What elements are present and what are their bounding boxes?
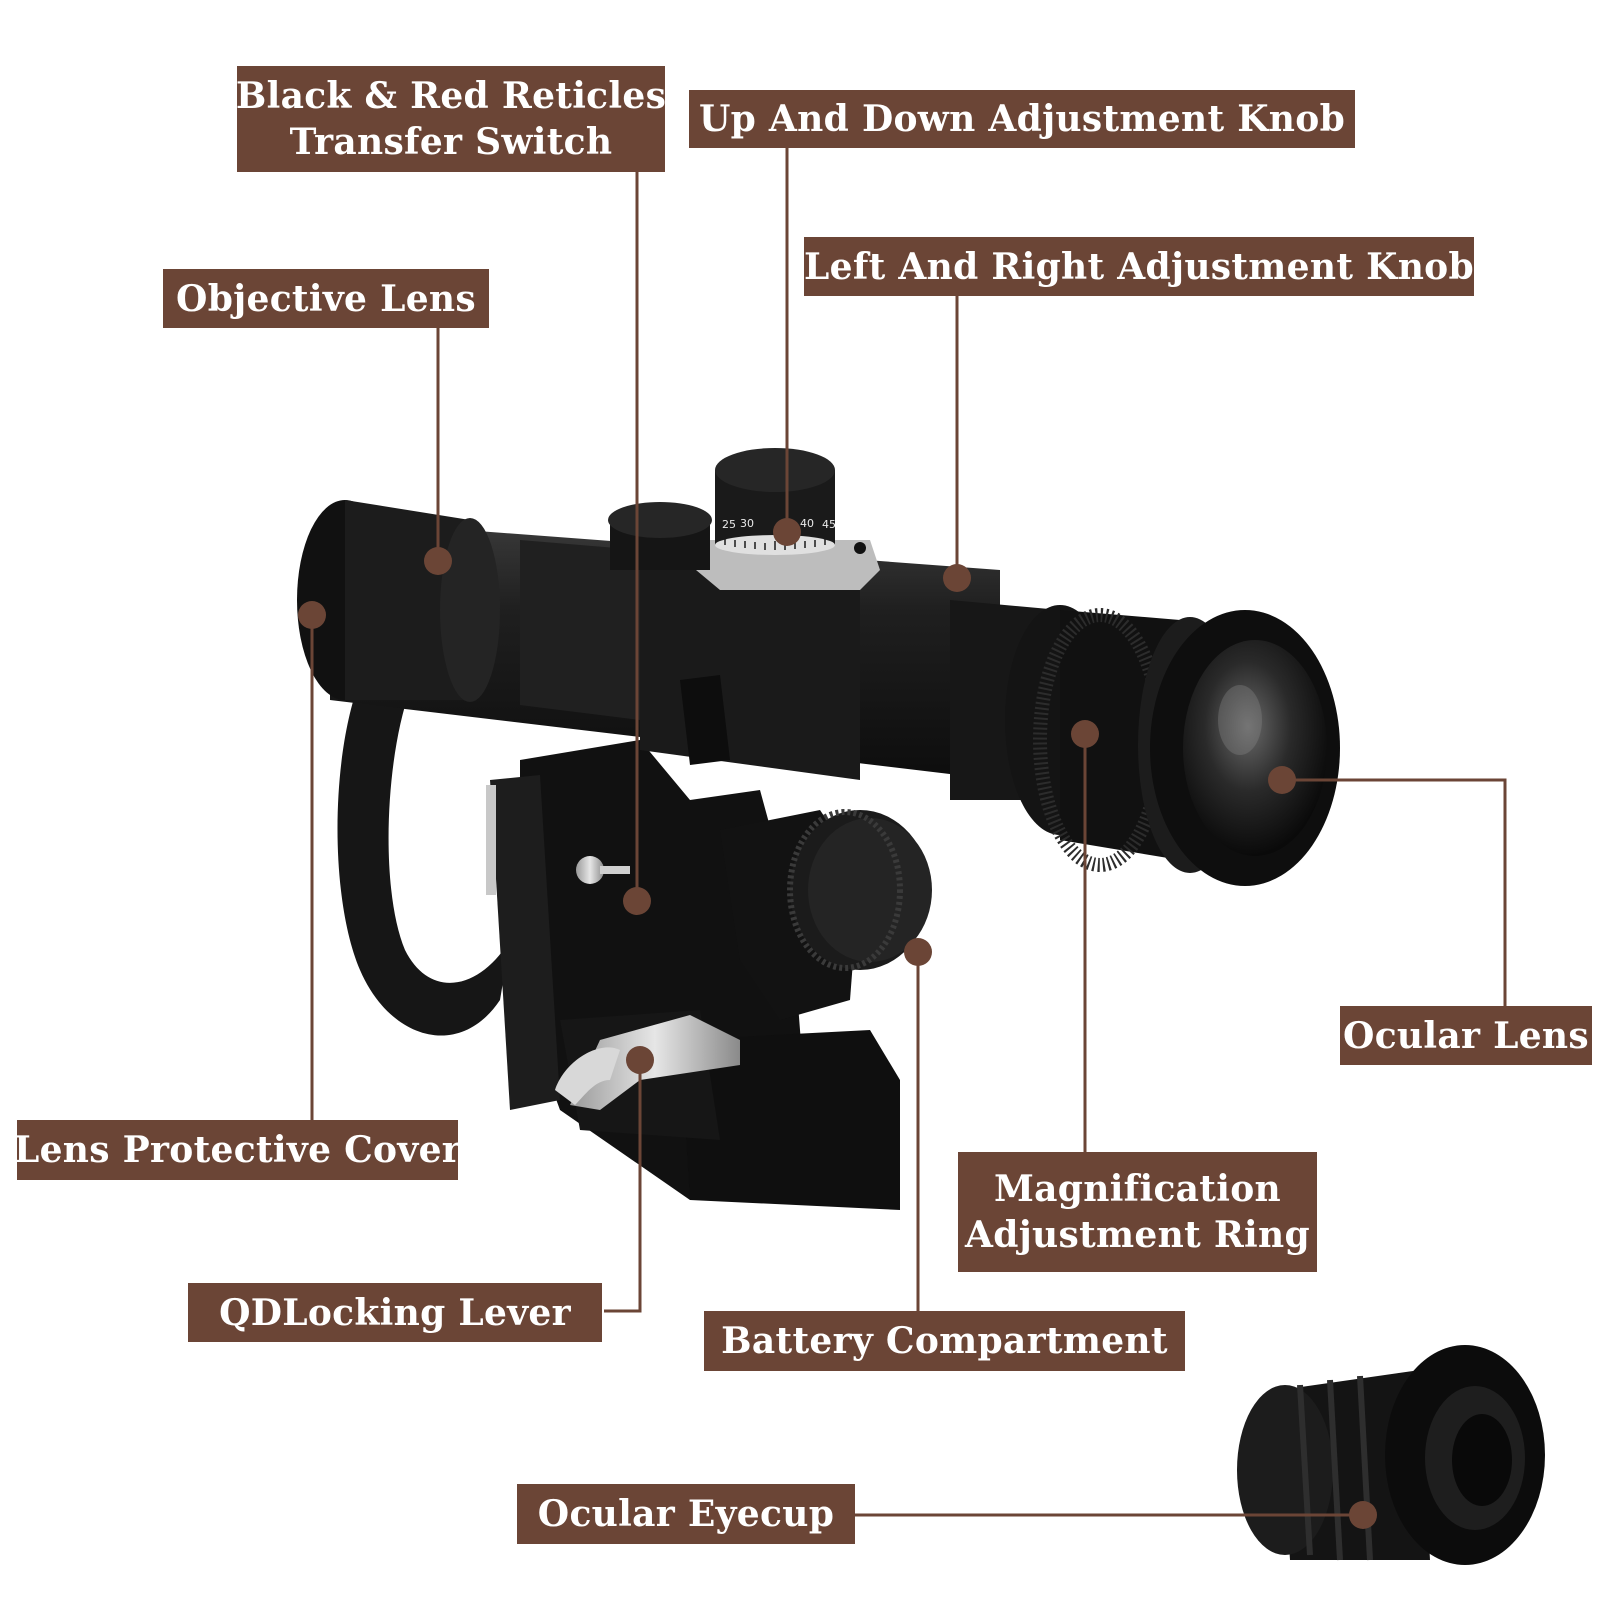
label-magnification-line1: Magnification (993, 1168, 1281, 1210)
label-elevation-knob-text: Up And Down Adjustment Knob (698, 98, 1346, 140)
dot-windage (943, 564, 971, 592)
label-reticle-switch: Black & Red Reticles Transfer Switch (235, 66, 667, 172)
label-magnification-ring: Magnification Adjustment Ring (958, 1152, 1317, 1272)
dial-number: 30 (740, 517, 754, 530)
label-reticle-switch-line1: Black & Red Reticles (235, 75, 667, 117)
scope-body: 25 30 40 45 (297, 448, 1340, 1210)
dial-number: 25 (722, 518, 736, 531)
dial-number: 45 (822, 518, 836, 531)
label-eyecup: Ocular Eyecup (517, 1484, 855, 1544)
dot-eyecup (1349, 1501, 1377, 1529)
lens-cover-strap (337, 680, 510, 1036)
leader-lines (310, 148, 1507, 1517)
label-battery-text: Battery Compartment (721, 1320, 1168, 1362)
ocular-eyecup-icon (1237, 1345, 1545, 1565)
dot-reticle-switch (623, 887, 651, 915)
label-battery: Battery Compartment (704, 1311, 1185, 1371)
dot-lens-cover (298, 601, 326, 629)
leader-dots (298, 518, 1377, 1529)
dot-magnification (1071, 720, 1099, 748)
label-eyecup-text: Ocular Eyecup (537, 1493, 835, 1535)
leader-qd-lever (604, 1060, 642, 1313)
label-reticle-switch-line2: Transfer Switch (289, 121, 613, 163)
label-windage-knob-text: Left And Right Adjustment Knob (804, 245, 1474, 288)
label-objective-lens-text: Objective Lens (176, 277, 476, 320)
dot-elevation (773, 518, 801, 546)
dot-battery (904, 938, 932, 966)
label-lens-cover: Lens Protective Cover (13, 1120, 462, 1180)
label-lens-cover-text: Lens Protective Cover (13, 1129, 462, 1171)
label-elevation-knob: Up And Down Adjustment Knob (689, 90, 1355, 148)
dial-scale: 25 30 40 45 (722, 517, 836, 531)
toggle-switch (576, 856, 604, 884)
dot-qd-lever (626, 1046, 654, 1074)
battery-compartment-icon (720, 809, 932, 1020)
label-qd-lever-text: QDLocking Lever (219, 1291, 571, 1334)
label-ocular-lens: Ocular Lens (1340, 1006, 1592, 1065)
dot-objective (424, 547, 452, 575)
label-magnification-line2: Adjustment Ring (965, 1214, 1310, 1256)
ocular-lens-glass (1183, 640, 1327, 856)
label-ocular-lens-text: Ocular Lens (1343, 1014, 1589, 1057)
label-objective-lens: Objective Lens (163, 269, 489, 328)
label-windage-knob: Left And Right Adjustment Knob (804, 237, 1474, 296)
label-qd-lever: QDLocking Lever (188, 1283, 602, 1342)
reticle-switch-knob (608, 502, 712, 570)
eyepiece (950, 600, 1340, 886)
dial-number: 40 (800, 517, 814, 530)
dot-ocular-lens (1268, 766, 1296, 794)
qd-lever-metal (570, 1015, 740, 1110)
leader-ocular-lens (1282, 778, 1507, 1006)
